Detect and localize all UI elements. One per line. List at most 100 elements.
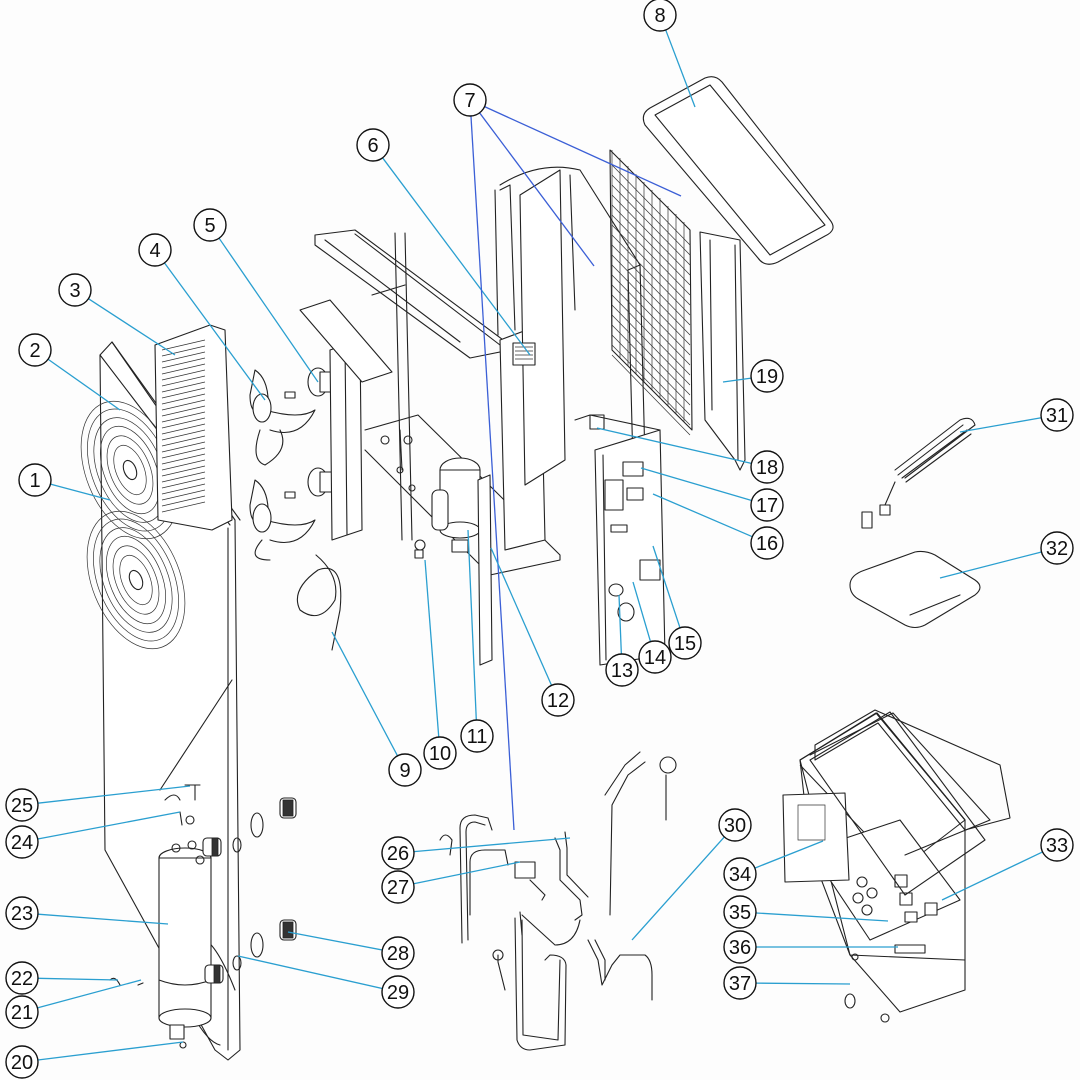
callout-circle (541, 683, 575, 717)
leader-line-25 (37, 785, 191, 804)
louvre-slat (161, 369, 206, 381)
callout-21: 21 (5, 995, 39, 1029)
leader-line-31 (959, 417, 1042, 433)
callout-circle (723, 930, 757, 964)
callout-number: 35 (729, 902, 751, 924)
power-cable-art (861, 417, 976, 529)
callout-number: 13 (611, 660, 633, 682)
callout-circle (453, 83, 487, 117)
callout-14: 14 (638, 640, 672, 674)
grille-wire (611, 204, 691, 286)
callout-circle (750, 488, 784, 522)
callout-circle (5, 896, 39, 930)
grille-wire (611, 324, 691, 406)
grille-wire (611, 274, 691, 356)
callout-number: 21 (11, 1002, 33, 1024)
leader-line-32 (939, 551, 1042, 579)
fan-motor-art (284, 367, 335, 499)
louvre-slat (161, 459, 206, 471)
callout-1: 1 (18, 463, 52, 497)
louvre-slat (161, 495, 206, 507)
partition-art (499, 169, 566, 551)
callout-number: 30 (724, 815, 746, 837)
callout-4: 4 (138, 233, 172, 267)
service-panel-art (574, 414, 666, 666)
callout-number: 37 (729, 973, 751, 995)
callout-number: 3 (69, 280, 80, 302)
louvre-panel-art (154, 324, 233, 531)
callout-37: 37 (723, 966, 757, 1000)
leader-line-26 (413, 837, 571, 853)
callout-circle (388, 753, 422, 787)
callout-number: 24 (11, 832, 33, 854)
callout-8: 8 (643, 0, 677, 32)
leader-line-14 (632, 581, 652, 642)
callout-23: 23 (5, 896, 39, 930)
leader-line-8 (665, 29, 696, 108)
callout-29: 29 (381, 975, 415, 1009)
callout-circle (718, 808, 752, 842)
grille-wire (611, 284, 691, 366)
callout-number: 5 (204, 215, 215, 237)
grille-wire (611, 294, 691, 376)
wire-grille-art (609, 149, 693, 436)
electrical-box-lid-art (809, 711, 991, 896)
electrical-box-art (782, 709, 1011, 1023)
callout-number: 22 (11, 968, 33, 990)
leader-lines (37, 29, 1043, 1061)
leader-line-18 (596, 427, 752, 465)
callout-26: 26 (381, 836, 415, 870)
capillary-tube-art (296, 554, 342, 651)
callout-13: 13 (605, 653, 639, 687)
callout-circle (723, 895, 757, 929)
louvre-slat (161, 471, 206, 483)
callout-number: 23 (11, 903, 33, 925)
callout-9: 9 (388, 753, 422, 787)
callout-12: 12 (541, 683, 575, 717)
louvre-slat (161, 423, 206, 435)
callout-circle (138, 233, 172, 267)
louvre-slat (161, 435, 206, 447)
callout-circle (193, 208, 227, 242)
callout-circle (643, 0, 677, 32)
callout-circle (723, 857, 757, 891)
callout-number: 17 (756, 495, 778, 517)
callout-circle (381, 936, 415, 970)
louvre-slat (161, 447, 206, 459)
callout-number: 10 (429, 743, 451, 765)
callout-15: 15 (668, 626, 702, 660)
callout-circle (750, 359, 784, 393)
foot-art (414, 549, 424, 559)
leader-line-5 (218, 237, 319, 383)
callout-31: 31 (1040, 398, 1074, 432)
leader-line-33 (941, 851, 1043, 901)
callout-number: 36 (729, 937, 751, 959)
leader-line-2 (47, 358, 121, 411)
louvre-slat (161, 339, 206, 351)
callout-circle (750, 526, 784, 560)
leader-line-12 (490, 547, 553, 686)
callout-number: 20 (11, 1052, 33, 1074)
callout-circle (5, 995, 39, 1029)
callout-3: 3 (58, 273, 92, 307)
callout-17: 17 (750, 488, 784, 522)
support-post-art (477, 474, 493, 666)
louvre-slat (161, 501, 206, 513)
louvre-slat (161, 477, 206, 489)
top-cover-art (642, 76, 834, 265)
callout-number: 4 (149, 240, 160, 262)
leader-line-20 (37, 1041, 184, 1061)
callout-35: 35 (723, 895, 757, 929)
callout-circle (18, 333, 52, 367)
callout-number: 6 (367, 135, 378, 157)
leader-line-7-1 (479, 112, 595, 267)
callout-number: 28 (387, 943, 409, 965)
grille-wire (611, 164, 691, 246)
callout-28: 28 (381, 936, 415, 970)
louvre-slat (161, 345, 206, 357)
callout-number: 34 (729, 864, 751, 886)
callout-circle (5, 788, 39, 822)
callout-number: 8 (654, 5, 665, 27)
heat-exchanger-art (158, 837, 224, 1049)
